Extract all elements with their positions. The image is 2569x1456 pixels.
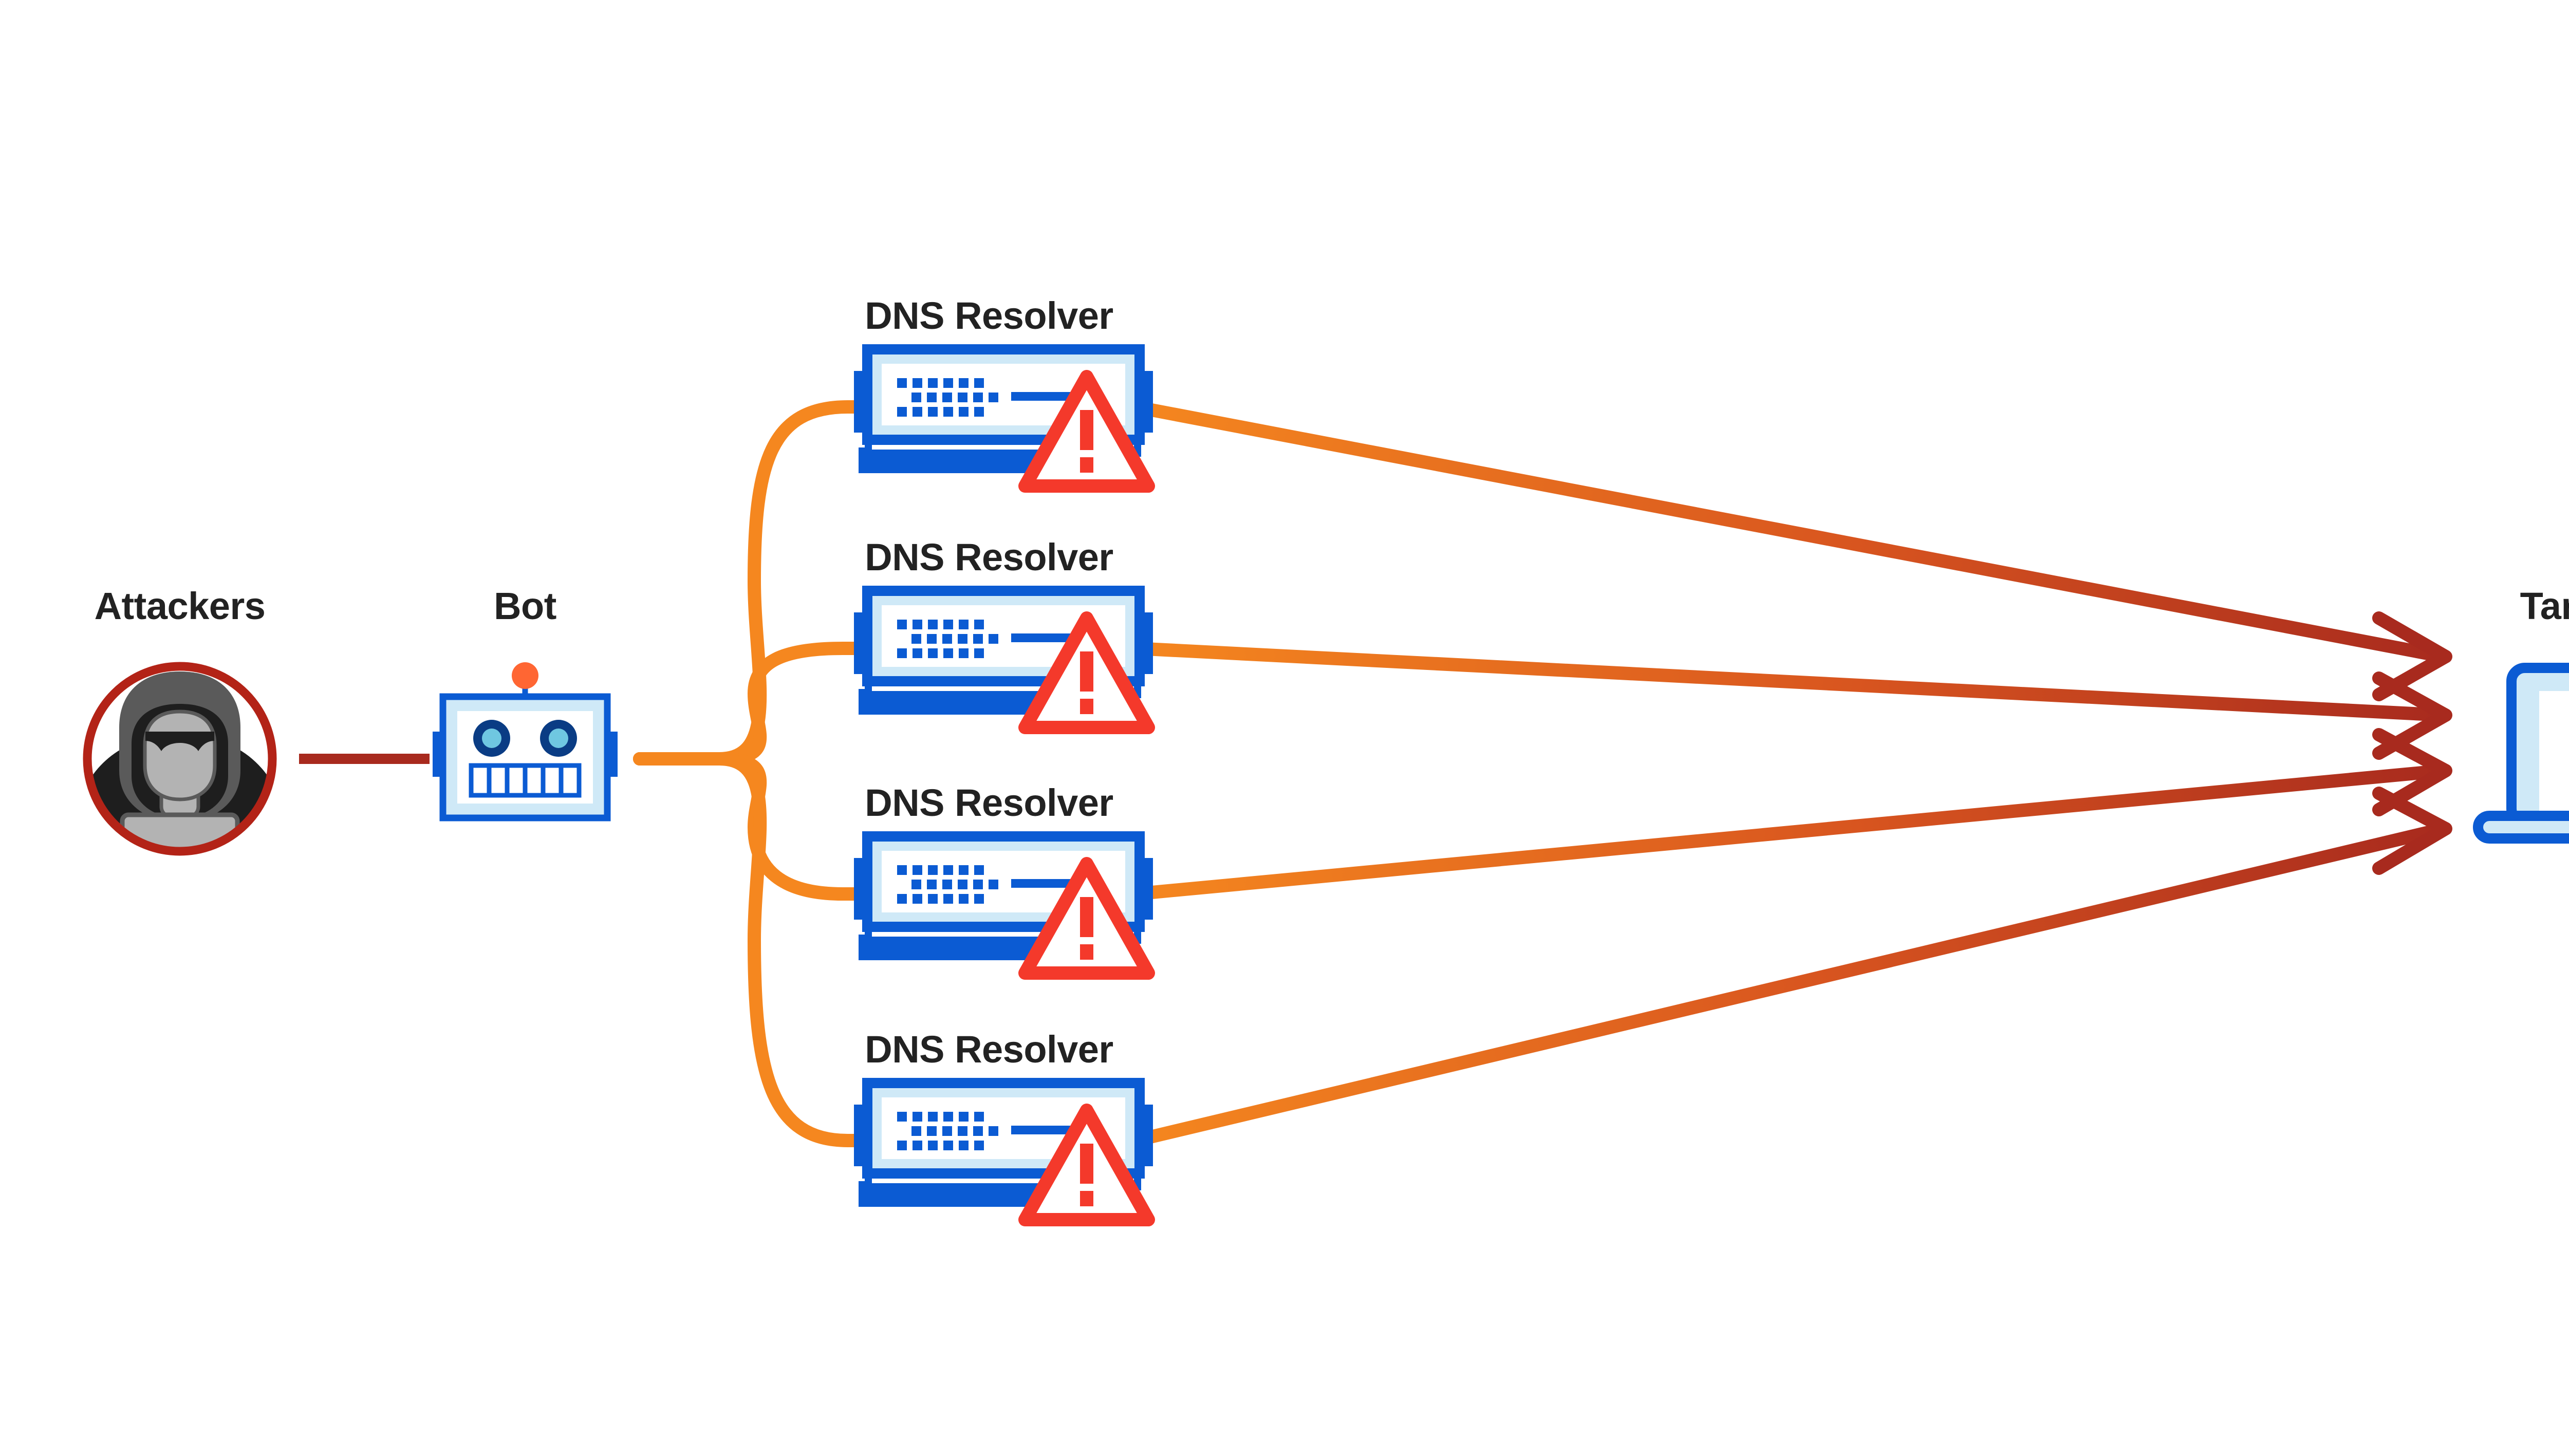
dns-server-alert-icon: [854, 836, 1153, 973]
arrowhead-1: [2372, 611, 2452, 701]
victim-label: Targeted Victim: [2520, 585, 2569, 627]
edge-bot-to-resolvers: [633, 400, 866, 1147]
resolver-1-label: DNS Resolver: [865, 294, 1113, 337]
resolver-2-label: DNS Resolver: [865, 536, 1113, 578]
robot-icon: [433, 662, 618, 822]
edge-resolver-2-to-victim: [1129, 642, 2450, 722]
dns-server-alert-icon: [854, 1083, 1153, 1220]
resolver-4-label: DNS Resolver: [865, 1028, 1113, 1071]
robot-antenna-dot-icon: [512, 662, 538, 689]
node-resolver-1[interactable]: DNS Resolver: [854, 294, 1153, 486]
dns-server-alert-icon: [854, 349, 1153, 486]
edge-resolver-4-to-victim: [1129, 822, 2450, 1147]
edge-resolver-1-to-victim: [1129, 400, 2450, 663]
arrowhead-3: [2372, 728, 2452, 816]
attackers-label: Attackers: [95, 585, 266, 627]
arrowhead-4: [2372, 787, 2452, 875]
bot-label: Bot: [494, 585, 556, 627]
edge-resolver-3-to-victim: [1129, 764, 2450, 901]
edge-resolvers-to-victim: [1129, 400, 2452, 1147]
node-resolver-2[interactable]: DNS Resolver: [854, 536, 1153, 727]
edge-bot-to-resolver-2: [633, 642, 866, 766]
resolver-3-label: DNS Resolver: [865, 781, 1113, 824]
node-attackers[interactable]: Attackers: [74, 585, 286, 882]
dns-server-alert-icon: [854, 591, 1153, 727]
attacker-ring: [83, 662, 277, 856]
laptop-user-icon: [2473, 663, 2569, 844]
node-resolver-4[interactable]: DNS Resolver: [854, 1028, 1153, 1220]
node-resolver-3[interactable]: DNS Resolver: [854, 781, 1153, 973]
edge-bot-to-resolver-4: [633, 752, 866, 1147]
hacker-in-circle-icon: [83, 662, 277, 856]
node-victim[interactable]: Targeted Victim: [2473, 585, 2569, 844]
node-bot[interactable]: Bot: [433, 585, 618, 822]
